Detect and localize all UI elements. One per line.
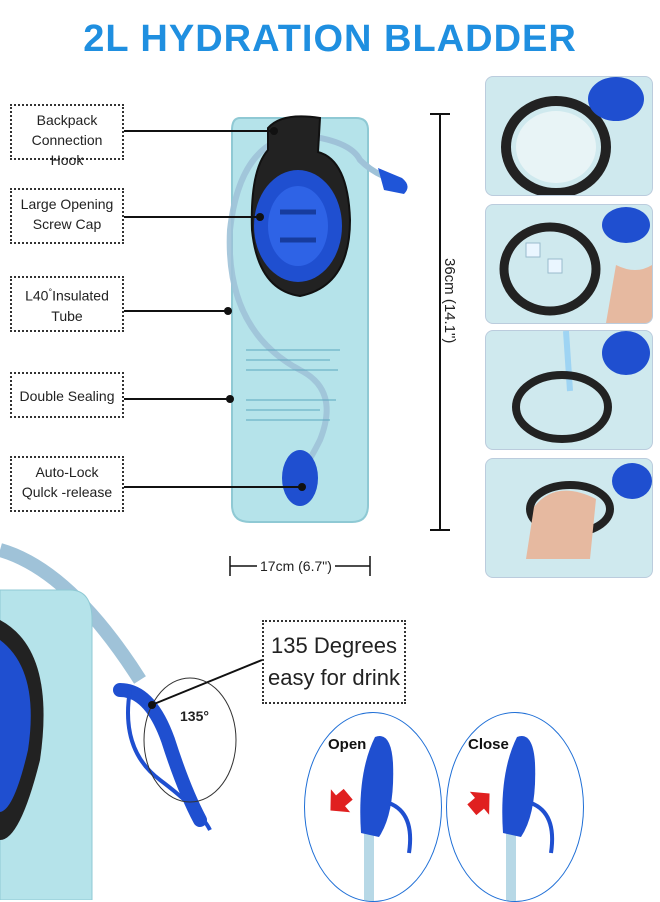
width-dimension: 17cm (6.7") (257, 558, 335, 574)
callout-line: Qulck -release (21, 484, 113, 500)
valve-open-label: Open (328, 736, 367, 753)
height-dimension: 36cm (14.1") (441, 258, 458, 344)
photo-ice-fill-art (499, 207, 652, 323)
callout-text: Insulated (52, 287, 109, 304)
valve-close-label: Close (468, 736, 509, 753)
callout-backpack-hook: Backpack Connection Hook (10, 104, 124, 168)
angle-label: 135° (180, 708, 209, 724)
callout-line: Double Sealing (19, 388, 115, 404)
callout-insulated-tube: L40°Insulated Tube (10, 276, 124, 332)
callout-line: Auto-Lock (35, 464, 99, 480)
photo-water-pour-art (512, 331, 650, 443)
valve-close-art (467, 736, 554, 901)
leader-line (124, 483, 306, 491)
photo-hand-clean-art (526, 463, 652, 559)
leader-line (124, 213, 264, 221)
angle-callout: 135 Degrees easy for drink (262, 620, 406, 704)
callout-line: Connection Hook (31, 132, 103, 168)
valve-open-art (330, 736, 412, 901)
degree-mark: ° (48, 287, 53, 297)
photo-open-cap (485, 76, 653, 196)
leader-line (124, 395, 234, 403)
page-title: 2L HYDRATION BLADDER (83, 18, 577, 60)
zoom-illustration (0, 543, 237, 900)
callout-double-sealing: Double Sealing (10, 372, 124, 418)
callout-line: L40°Insulated (14, 282, 120, 306)
callout-line: Large Opening (20, 196, 114, 212)
callout-line: Screw Cap (32, 216, 102, 232)
angle-callout-line: easy for drink (267, 665, 401, 690)
angle-leader (148, 659, 263, 709)
photo-water-pour (485, 330, 653, 450)
photo-open-cap-art (501, 77, 644, 195)
callout-line: Tube (51, 307, 83, 324)
leader-line (124, 307, 232, 315)
callout-line: Backpack (36, 112, 98, 128)
callout-quick-release: Auto-Lock Qulck -release (10, 456, 124, 512)
angle-callout-line: 135 Degrees (271, 633, 397, 658)
valve-close-view (446, 712, 584, 902)
callout-text: L40 (25, 287, 49, 304)
callout-screw-cap: Large Opening Screw Cap (10, 188, 124, 244)
leader-line (124, 127, 278, 135)
photo-hand-clean (485, 458, 653, 578)
photo-ice-fill (485, 204, 653, 324)
valve-open-view (304, 712, 442, 902)
